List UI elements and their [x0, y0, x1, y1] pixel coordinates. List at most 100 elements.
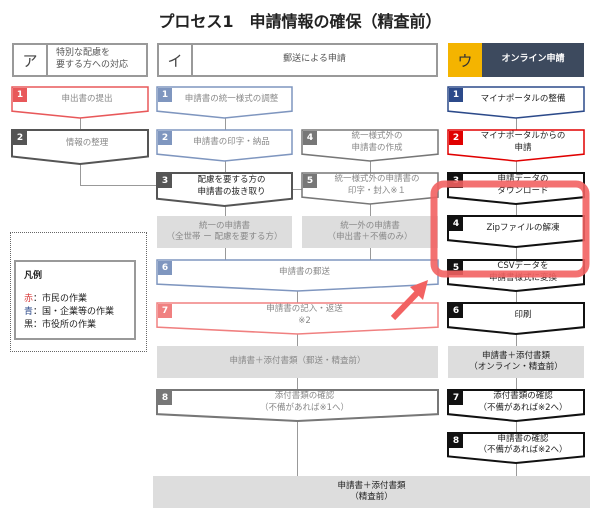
connector-line: [516, 117, 517, 130]
connector-line: [516, 246, 517, 260]
connector-line: [80, 185, 157, 186]
doc-unified: 統一の申請書 （全世帯 ー 配慮を要する方）: [157, 216, 292, 248]
connector-line: [297, 333, 298, 346]
step-label: 添付書類の確認 （不備があれば※2へ）: [478, 391, 568, 413]
chevron-shape: [448, 303, 584, 334]
column-key: ウ: [448, 43, 482, 77]
step-i-3: 3 配慮を要する方の 申請書の抜き取り: [157, 173, 292, 206]
step-label: マイナポータルからの 申請: [480, 131, 566, 153]
step-number: 4: [449, 217, 463, 231]
legend-title: 凡例: [24, 271, 43, 281]
step-u-7: 7 添付書類の確認 （不備があれば※2へ）: [448, 390, 584, 421]
chevron-shape: [448, 130, 584, 161]
column-label: 郵送による申請: [283, 54, 346, 65]
connector-line: [225, 160, 226, 173]
connector-line: [80, 163, 81, 185]
chevron-shape: [157, 87, 292, 118]
connector-line: [516, 462, 517, 476]
step-number: 1: [13, 88, 27, 102]
step-label: 申請書の統一様式の調整: [184, 93, 279, 104]
chevron-shape: [157, 173, 292, 206]
page-title: プロセス1 申請情報の確保（精査前）: [158, 12, 442, 31]
step-label: 申請データの ダウンロード: [497, 174, 549, 196]
column-label: 特別な配慮を 要する方への対応: [56, 48, 129, 70]
step-u-1: 1 マイナポータルの整備: [448, 87, 584, 118]
connector-line: [516, 160, 517, 173]
chevron-shape: [448, 87, 584, 118]
step-label: 統一様式外の 申請書の作成: [351, 131, 403, 153]
connector-line: [225, 205, 226, 216]
step-number: 2: [158, 131, 172, 145]
step-u-6: 6 印刷: [448, 303, 584, 334]
step-label: 申請書の記入・返送 ※2: [266, 304, 343, 326]
step-label: 印刷: [514, 309, 532, 320]
connector-line: [292, 189, 302, 190]
step-number: 3: [158, 174, 172, 188]
column-key: イ: [159, 45, 193, 75]
step-label: 申出書の提出: [61, 93, 113, 104]
step-i-8: 8 添付書類の確認 （不備があれば※1へ）: [157, 390, 438, 421]
doc-online: 申請書＋添付書類 （オンライン・精査前）: [448, 346, 584, 378]
doc-mail: 申請書＋添付書類（郵送・精査前）: [157, 346, 438, 378]
step-label: Zipファイルの解凍: [486, 222, 560, 233]
connector-line: [516, 333, 517, 346]
step-number: 5: [449, 261, 463, 275]
connector-line: [225, 117, 226, 130]
chevron-shape: [12, 130, 148, 164]
step-a-1: 1 申出書の提出: [12, 87, 148, 118]
step-label: 申請書の郵送: [278, 266, 330, 277]
legend: 凡例 赤：市民の作業 青：国・企業等の作業 黒：市役所の作業: [14, 260, 136, 340]
connector-line: [516, 420, 517, 434]
step-number: 1: [449, 88, 463, 102]
step-u-3: 3 申請データの ダウンロード: [448, 173, 584, 204]
step-label: 申請書の印字・納品: [193, 136, 270, 147]
step-u-5: 5 CSVデータを 申請書様式に変換: [448, 260, 584, 291]
step-label: 統一様式外の申請書の 印字・封入※１: [334, 174, 420, 196]
connector-line: [297, 420, 298, 476]
chevron-shape: [12, 87, 148, 118]
legend-item: 黒：市役所の作業: [24, 320, 97, 330]
doc-final: 申請書＋添付書類 （精査前）: [153, 476, 590, 508]
step-number: 2: [13, 131, 27, 145]
chevron-shape: [157, 390, 438, 421]
legend-item: 青：国・企業等の作業: [24, 307, 115, 317]
step-label: 配慮を要する方の 申請書の抜き取り: [197, 175, 266, 197]
step-u-2: 2 マイナポータルからの 申請: [448, 130, 584, 161]
step-label: 情報の整理: [65, 138, 109, 149]
step-u-4: 4 Zipファイルの解凍: [448, 216, 584, 247]
doc-non-unified: 統一外の申請書 （申出書＋不備のみ）: [302, 216, 438, 248]
step-number: 7: [158, 304, 172, 318]
step-number: 3: [449, 174, 463, 188]
step-i-7: 7 申請書の記入・返送 ※2: [157, 303, 438, 334]
column-header-a: ア 特別な配慮を 要する方への対応: [12, 43, 148, 77]
connector-line: [297, 378, 298, 390]
column-header-i: イ 郵送による申請: [157, 43, 438, 77]
legend-frame: [10, 232, 147, 352]
step-i-4: 4 統一様式外の 申請書の作成: [302, 130, 438, 161]
step-u-8: 8 申請書の確認 （不備があれば※2へ）: [448, 433, 584, 463]
chevron-shape: [448, 433, 584, 463]
connector-line: [516, 378, 517, 390]
step-number: 5: [303, 174, 317, 188]
step-i-6: 6 申請書の郵送: [157, 260, 438, 291]
step-label: マイナポータルの整備: [480, 93, 566, 104]
connector-line: [370, 202, 371, 216]
step-number: 8: [158, 391, 172, 405]
step-number: 8: [449, 434, 463, 448]
step-number: 7: [449, 391, 463, 405]
step-label: 添付書類の確認 （不備があれば※1へ）: [259, 391, 350, 413]
column-label: オンライン申請: [501, 54, 565, 65]
column-header-u: ウ オンライン申請: [448, 43, 584, 77]
connector-line: [297, 290, 298, 303]
connector-line: [225, 248, 226, 260]
chevron-shape: [302, 130, 438, 161]
step-number: 6: [449, 304, 463, 318]
step-label: CSVデータを 申請書様式に変換: [488, 261, 557, 283]
chevron-shape: [157, 130, 292, 161]
step-i-2: 2 申請書の印字・納品: [157, 130, 292, 161]
step-number: 1: [158, 88, 172, 102]
column-key: ア: [14, 45, 48, 75]
connector-line: [516, 290, 517, 303]
legend-item: 赤：市民の作業: [24, 294, 88, 304]
